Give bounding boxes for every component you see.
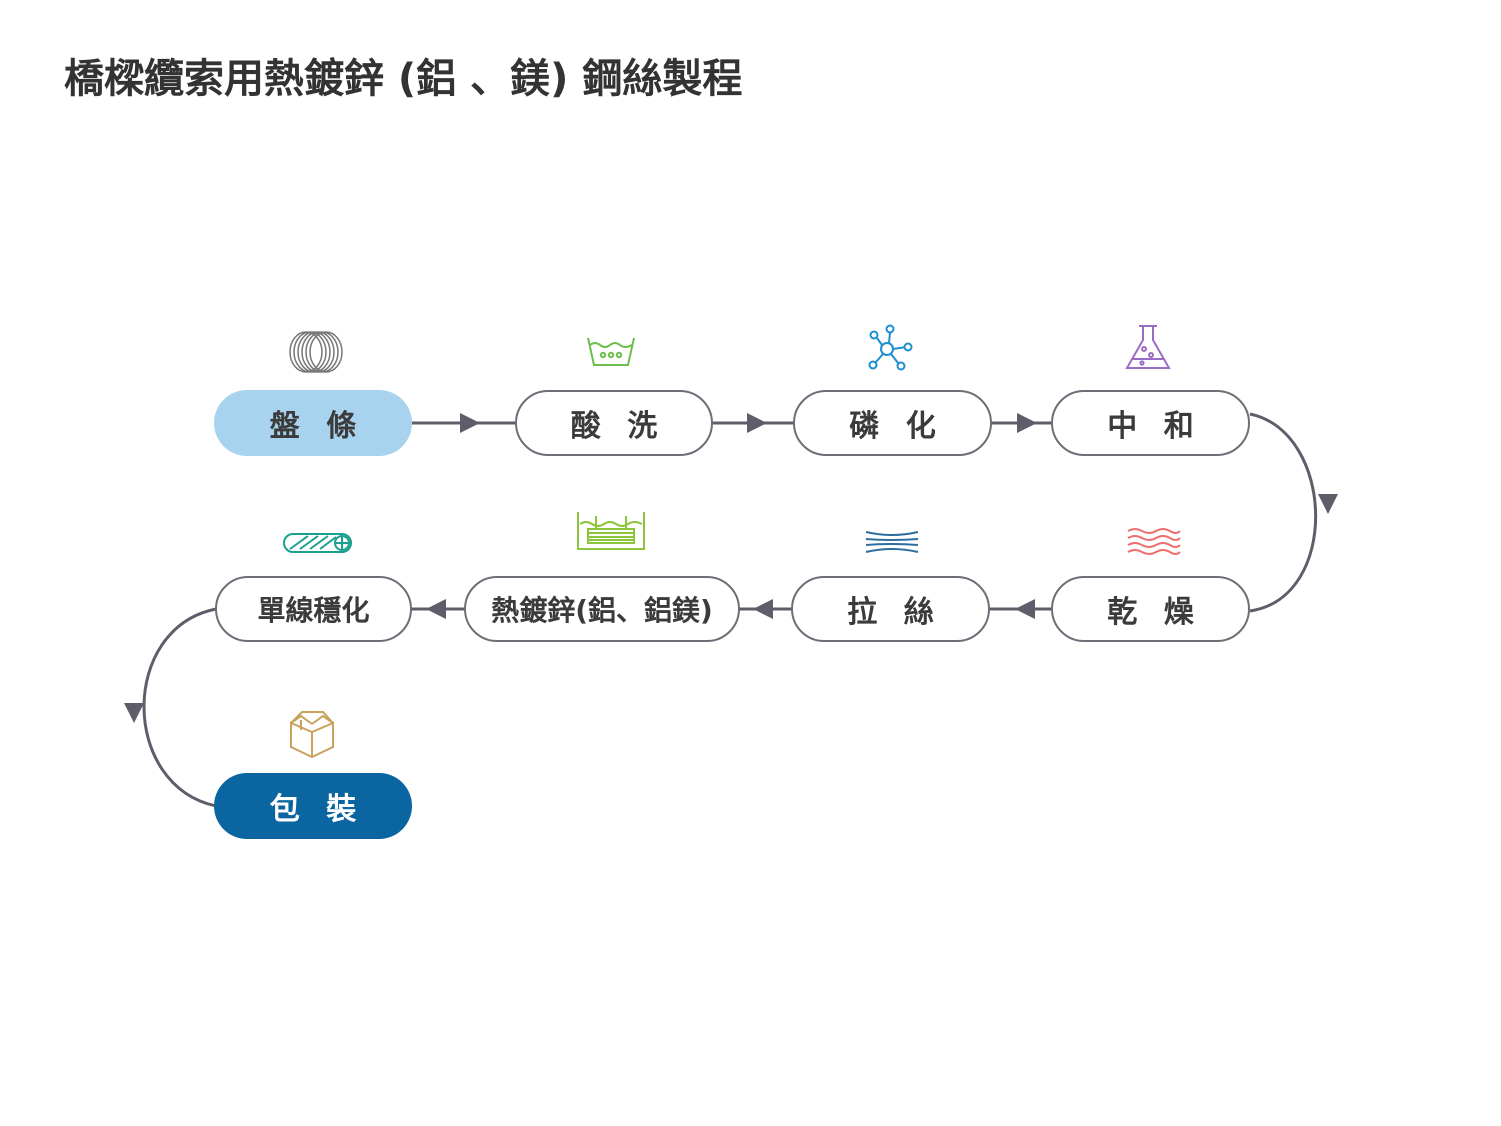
step-drying-label: 乾 燥 bbox=[1107, 595, 1202, 630]
arrowhead-7 bbox=[426, 599, 446, 619]
step-phosphating-label: 磷 化 bbox=[849, 409, 944, 444]
arrowhead-1 bbox=[460, 413, 480, 433]
step-packing: 包 裝 bbox=[214, 773, 412, 839]
step-drawing-label: 拉 絲 bbox=[847, 595, 942, 630]
step-coil: 盤 條 bbox=[214, 390, 412, 456]
heat-waves-icon bbox=[1127, 528, 1181, 555]
wash-basin-icon bbox=[587, 337, 635, 366]
arrowhead-3 bbox=[1017, 413, 1037, 433]
step-phosphating: 磷 化 bbox=[793, 390, 992, 456]
arrowhead-5 bbox=[1015, 599, 1035, 619]
step-drying: 乾 燥 bbox=[1051, 576, 1250, 642]
connector-stabilizing-packing bbox=[142, 607, 217, 808]
step-packing-label: 包 裝 bbox=[269, 792, 365, 827]
step-neutralizing: 中 和 bbox=[1051, 390, 1250, 456]
step-galvanizing: 熱鍍鋅(鋁、鋁鎂) bbox=[464, 576, 740, 642]
arrowhead-8 bbox=[124, 703, 144, 723]
step-pickling-label: 酸 洗 bbox=[570, 409, 666, 444]
step-stabilizing-label: 單線穩化 bbox=[257, 594, 370, 627]
step-neutralizing-label: 中 和 bbox=[1107, 409, 1202, 444]
box-icon bbox=[290, 711, 334, 759]
step-galvanizing-label: 熱鍍鋅(鋁、鋁鎂) bbox=[491, 594, 713, 627]
arrowhead-2 bbox=[747, 413, 767, 433]
page-title: 橋樑纜索用熱鍍鋅 (鋁 、鎂) 鋼絲製程 bbox=[64, 56, 743, 102]
arrowhead-4 bbox=[1318, 494, 1338, 514]
flask-icon bbox=[1125, 325, 1171, 369]
arrowhead-6 bbox=[753, 599, 773, 619]
wire-strand-icon bbox=[283, 533, 352, 553]
step-pickling: 酸 洗 bbox=[515, 390, 713, 456]
connector-neutralizing-drying bbox=[1249, 412, 1318, 613]
drawn-wire-icon bbox=[865, 531, 919, 553]
step-drawing: 拉 絲 bbox=[791, 576, 990, 642]
molecule-icon bbox=[868, 324, 913, 371]
wire-coil-icon bbox=[289, 331, 343, 373]
galvanizing-bath-icon bbox=[577, 512, 645, 550]
step-stabilizing: 單線穩化 bbox=[215, 576, 412, 642]
step-coil-label: 盤 條 bbox=[269, 409, 365, 444]
